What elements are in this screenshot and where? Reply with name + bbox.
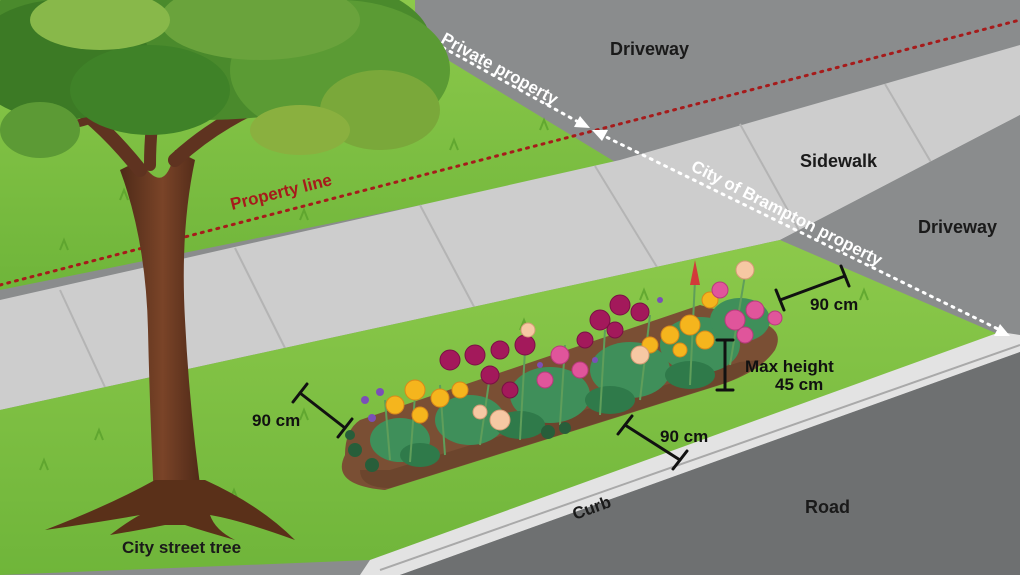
road bbox=[400, 352, 1020, 575]
sidewalk bbox=[0, 45, 1020, 410]
driveway-apron bbox=[780, 115, 1020, 335]
setback-left-label: 90 cm bbox=[252, 411, 300, 430]
street-tree bbox=[0, 0, 450, 540]
flower-plantings bbox=[345, 260, 783, 472]
curb-edge bbox=[379, 344, 1020, 571]
road-label: Road bbox=[805, 497, 850, 517]
max-height-value-label: 45 cm bbox=[775, 375, 823, 394]
street-tree-label: City street tree bbox=[122, 538, 241, 557]
tree-roots bbox=[45, 480, 295, 540]
tree-canopy bbox=[0, 0, 450, 158]
sidewalk-label: Sidewalk bbox=[800, 151, 878, 171]
max-height-title-label: Max height bbox=[745, 357, 834, 376]
driveway-top-label: Driveway bbox=[610, 39, 689, 59]
arrow-head-private bbox=[574, 116, 590, 128]
dimension-markers bbox=[291, 264, 851, 471]
property-arrows bbox=[420, 34, 1002, 332]
tree-trunk bbox=[120, 150, 205, 520]
setback-right-label: 90 cm bbox=[810, 295, 858, 314]
curb bbox=[360, 332, 1020, 575]
setback-curb-label: 90 cm bbox=[660, 427, 708, 446]
driveway-right-label: Driveway bbox=[918, 217, 997, 237]
arrow-head-city-left bbox=[592, 130, 608, 141]
arrow-head-city-right bbox=[994, 324, 1010, 336]
